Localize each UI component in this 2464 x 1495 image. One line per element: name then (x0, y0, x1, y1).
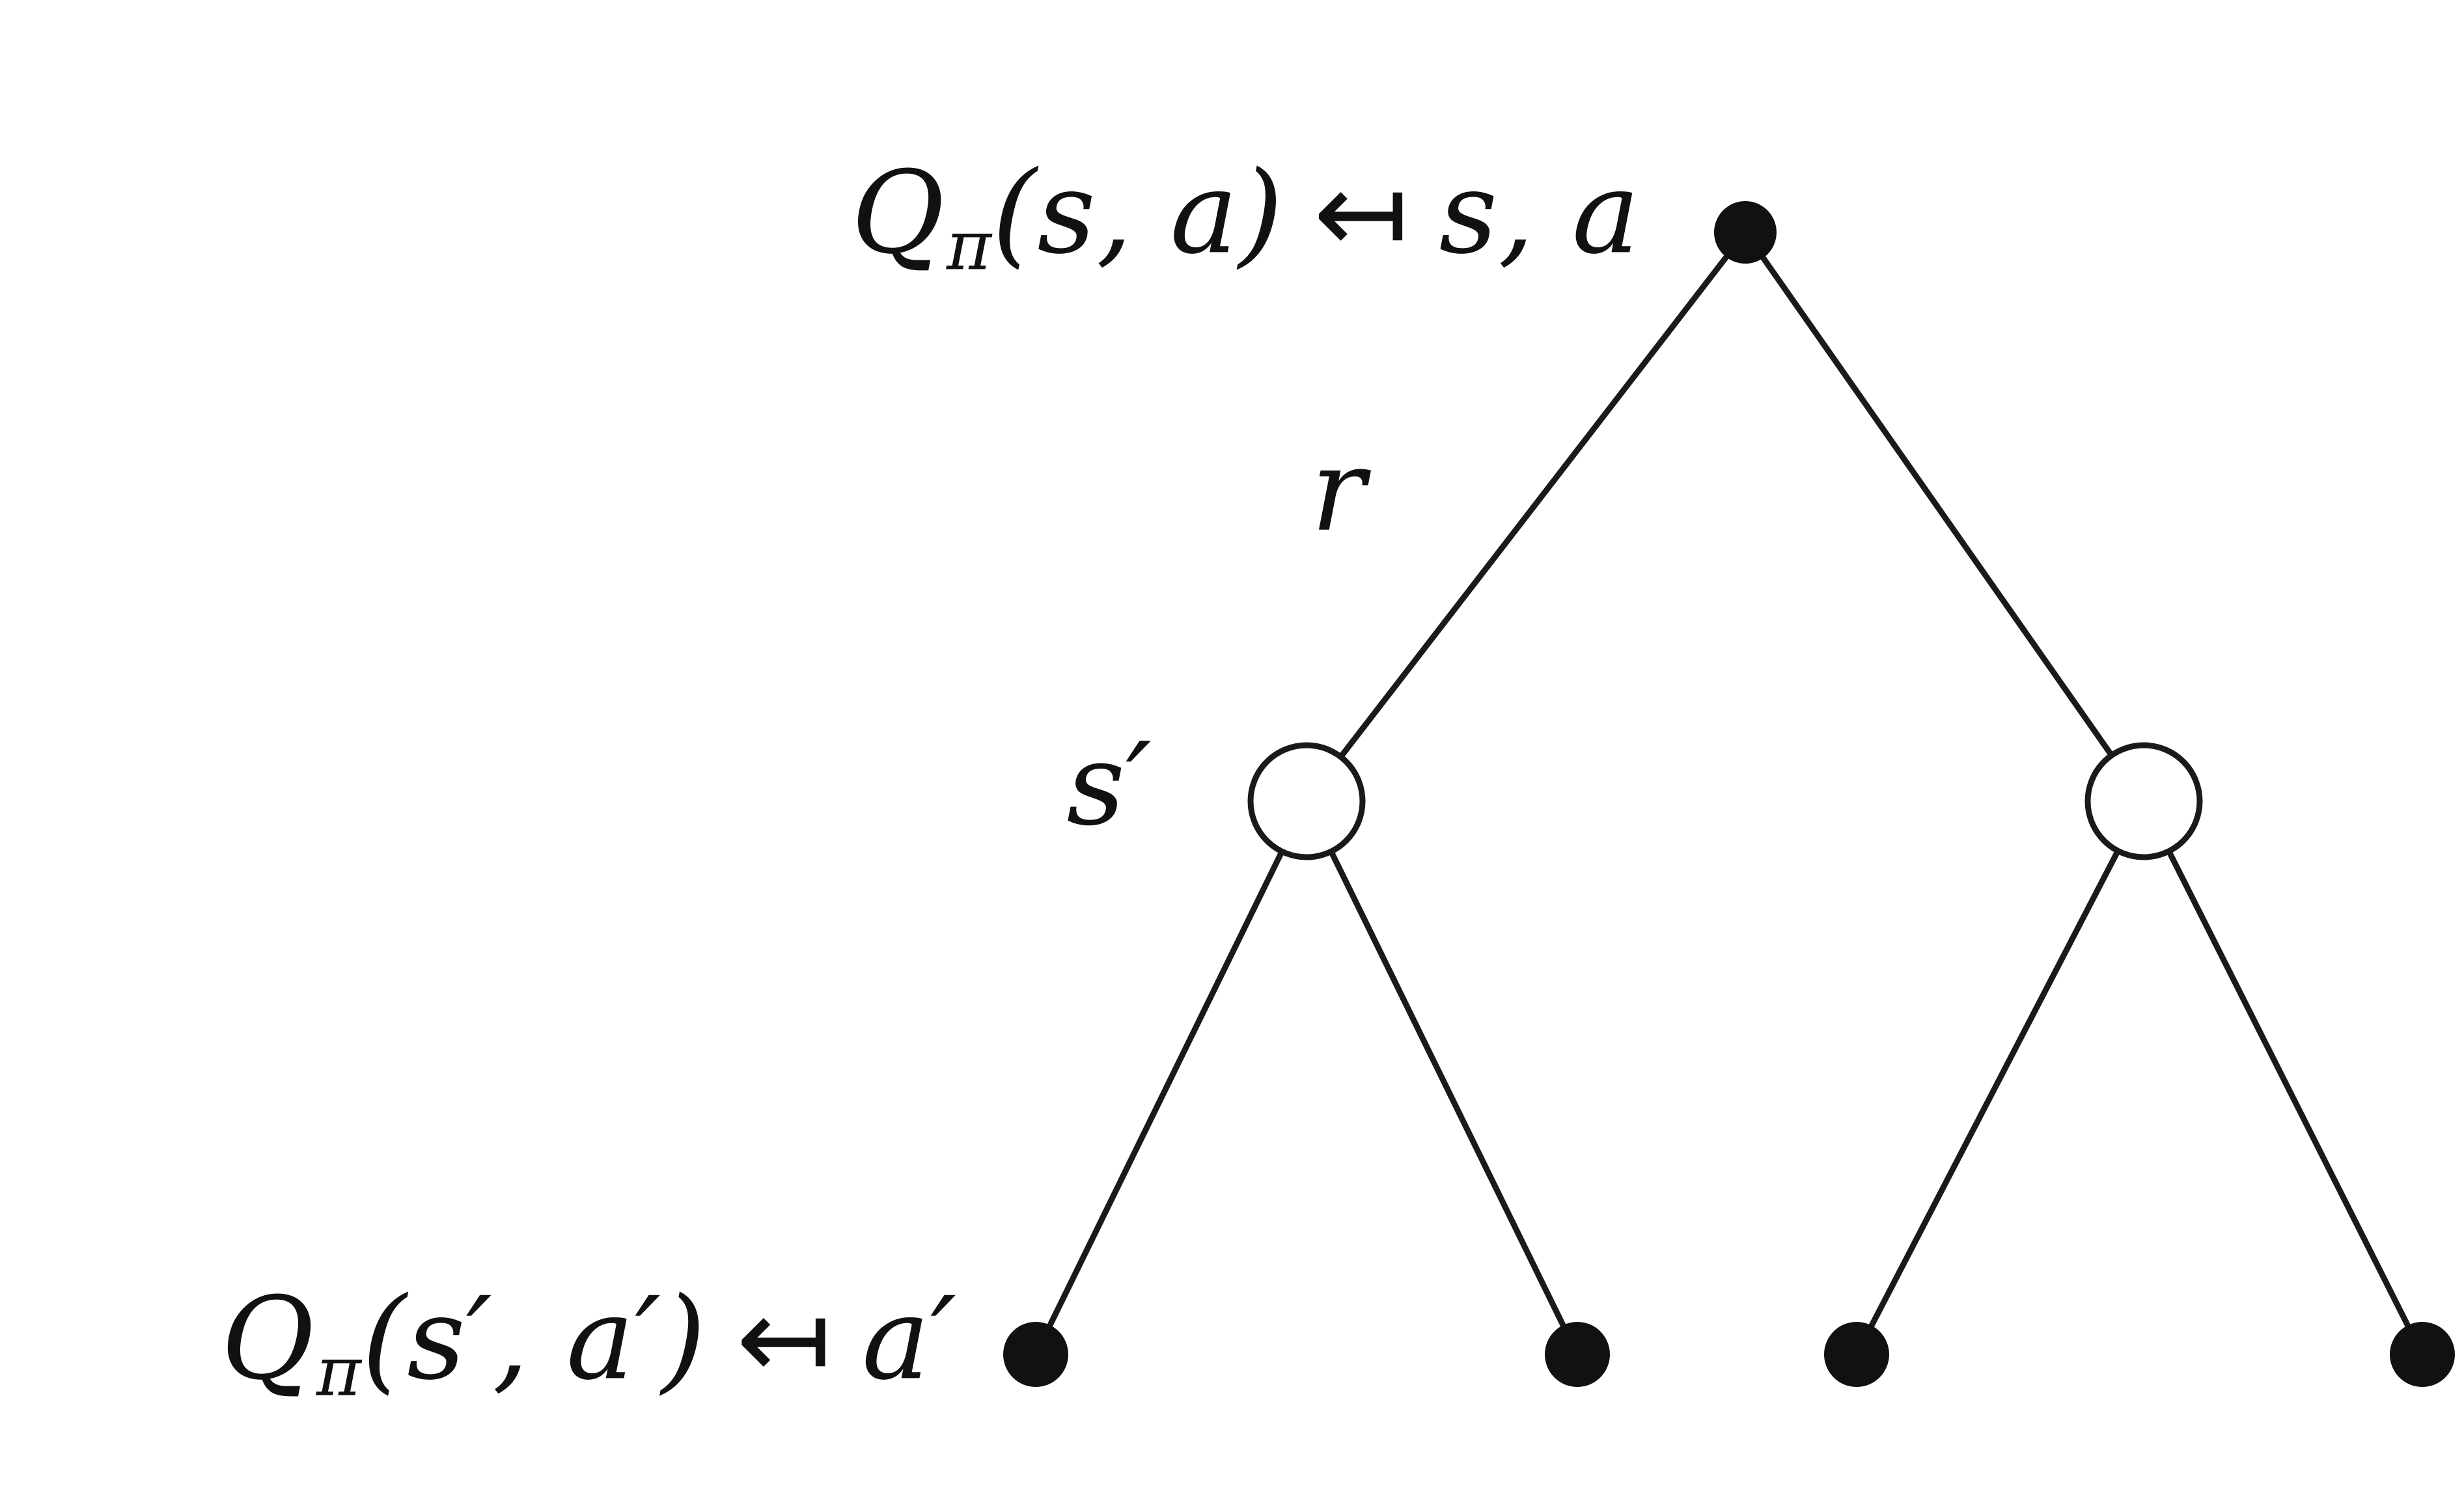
root-q-subscript-pi: π (946, 206, 992, 286)
root-action-node (1714, 201, 1777, 264)
reward-edge-label: r (1311, 434, 1366, 548)
root-q-value: s, a (1439, 147, 1640, 280)
leaf-action-node-4 (2390, 1322, 2455, 1387)
state-node-left (1247, 742, 1366, 860)
leaf-q-label: Qπ(s′, a′)↤a′ (221, 1282, 957, 1406)
edge-state-left-leaf-2 (1303, 800, 1581, 1356)
reward-symbol: r (1310, 424, 1366, 557)
mapsfrom-arrow-top: ↤ (1313, 147, 1410, 280)
leaf-q-value: a′ (861, 1273, 957, 1406)
leaf-action-node-2 (1545, 1322, 1610, 1387)
leaf-action-node-3 (1824, 1322, 1889, 1387)
edge-root-state-left (1304, 230, 1748, 803)
next-state-label: s′ (1066, 728, 1152, 842)
edge-state-right-leaf-4 (2140, 799, 2426, 1356)
next-state-symbol: s′ (1066, 719, 1152, 851)
leaf-q-args: (s′, a′) (361, 1273, 707, 1406)
leaf-q-base: Q (221, 1273, 315, 1406)
state-node-right (2084, 742, 2203, 860)
root-q-base: Q (851, 147, 945, 280)
mapsfrom-arrow-bottom: ↤ (736, 1273, 833, 1406)
edge-state-right-leaf-3 (1854, 799, 2146, 1356)
root-q-label: Qπ(s, a)↤s, a (851, 156, 1640, 280)
leaf-q-subscript-pi: π (316, 1332, 362, 1412)
leaf-action-node-1 (1003, 1322, 1068, 1387)
tree-edges (1032, 230, 2426, 1356)
root-q-args: (s, a) (992, 147, 1284, 280)
edge-root-state-right (1743, 230, 2146, 803)
edge-state-left-leaf-1 (1032, 800, 1310, 1356)
